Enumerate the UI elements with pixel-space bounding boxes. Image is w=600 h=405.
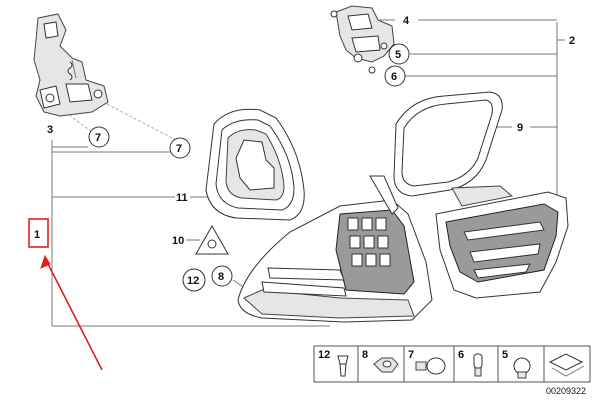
diagram-id: 00209322	[546, 386, 586, 396]
wedge-bulb-icon	[473, 353, 483, 369]
part-2-rear-light-inner	[435, 185, 569, 299]
callout-4: 4	[403, 15, 410, 27]
part-11-gasket	[205, 108, 305, 221]
callout-2: 2	[569, 35, 575, 47]
callout-7a: 7	[95, 132, 101, 144]
highlight-arrow	[44, 257, 103, 371]
fold-symbol-icon	[548, 353, 584, 371]
part-10-warning-label	[195, 224, 229, 255]
callout-10: 10	[172, 235, 184, 247]
callout-5: 5	[395, 49, 401, 61]
callout-7b-circle	[169, 137, 191, 159]
legend-item-8: 8	[362, 349, 368, 361]
callout-6-circle	[384, 65, 406, 87]
callout-1: 1	[34, 229, 40, 241]
callout-12: 12	[187, 275, 199, 287]
callout-3: 3	[47, 124, 53, 136]
legend-item-6: 6	[458, 349, 464, 361]
callout-5-circle	[388, 43, 410, 65]
leader-lines-right	[186, 19, 565, 291]
outer-light-chambers	[347, 217, 391, 267]
clip-icon	[337, 355, 349, 365]
bulb-icon	[426, 357, 446, 375]
part-5-6-top-bulbs	[353, 53, 376, 74]
legend-item-5: 5	[502, 349, 508, 361]
leader-lines-left	[51, 87, 330, 327]
callout-7b: 7	[176, 143, 182, 155]
legend-item-7: 7	[408, 349, 414, 361]
legend-item-12: 12	[318, 349, 330, 361]
callout-11: 11	[176, 192, 188, 204]
callout-6: 6	[391, 71, 397, 83]
callout-8: 8	[218, 271, 224, 283]
callout-12-circle	[182, 268, 206, 292]
highlight-annotation	[28, 218, 103, 371]
highlight-box	[28, 218, 49, 248]
callout-8-circle	[211, 265, 233, 287]
part-1-rear-light-outer	[237, 175, 433, 323]
callout-7a-circle	[88, 126, 110, 148]
callout-9: 9	[517, 122, 523, 134]
legend-strip: 12 8 7 6 5	[313, 345, 591, 383]
part-4-bulb-holder	[330, 5, 395, 63]
part-9-gasket	[393, 91, 503, 197]
part-3-bulb-carrier	[33, 13, 109, 117]
